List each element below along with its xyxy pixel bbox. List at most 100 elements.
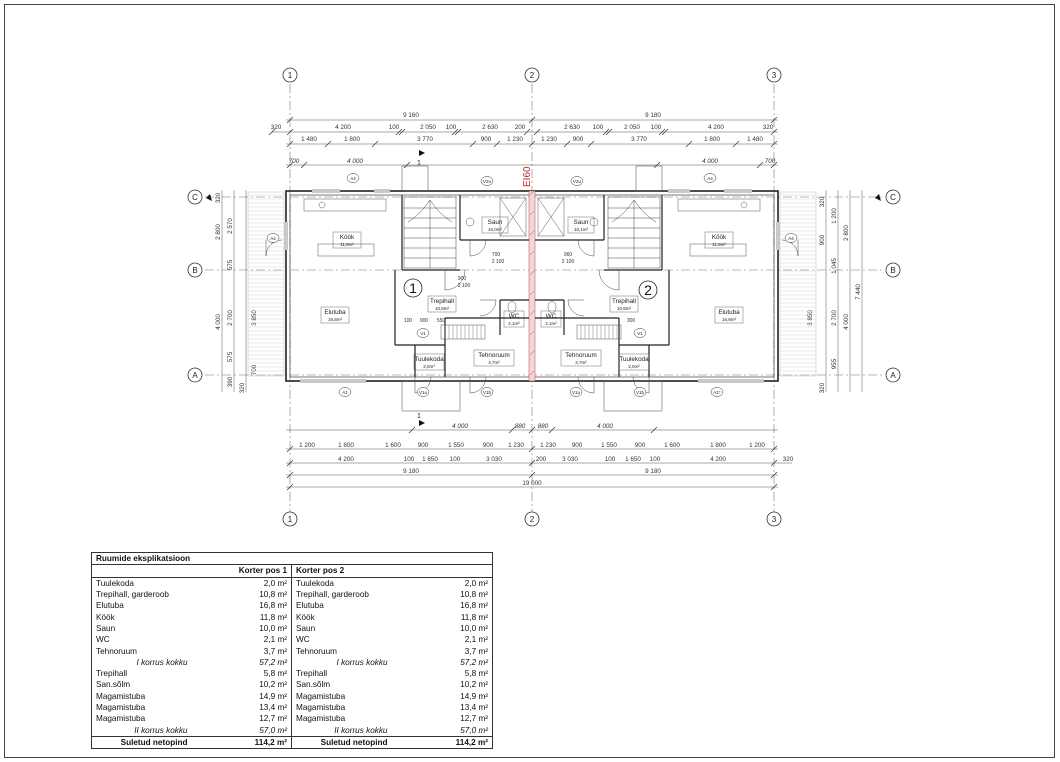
- door-note: 2 100: [562, 259, 575, 265]
- dim-text: 3 850: [251, 310, 258, 326]
- axis-label-b-right: B: [890, 266, 895, 275]
- dim-text: 900: [572, 442, 583, 449]
- apartment-1-header: Korter pos 1: [91, 564, 292, 578]
- dim-text: 2 800: [215, 224, 222, 240]
- room-area-cell: 13,4 m²: [191, 701, 292, 714]
- dim-text: 2 630: [482, 124, 498, 131]
- dim-text: 100: [605, 456, 616, 463]
- room-name-wc-1: WC: [509, 313, 520, 320]
- dim-text: 700: [765, 158, 776, 165]
- axis-label-b-left: B: [192, 266, 197, 275]
- door-tag: V1b: [636, 390, 645, 395]
- dim-text: 320: [819, 196, 826, 207]
- room-name-living-2: Elutuba: [718, 309, 740, 316]
- dim-text: 320: [819, 382, 826, 393]
- room-area-cell: 16,8 m²: [191, 600, 292, 612]
- window-tag: V2u: [573, 179, 582, 184]
- room-area-wc-1: 2,1m²: [508, 321, 520, 326]
- dim-text: 880: [515, 423, 526, 430]
- door-tag: V1b: [483, 390, 492, 395]
- dim-text: 1 600: [385, 442, 401, 449]
- dim-text: 1 550: [601, 442, 617, 449]
- dim-text: 2 800: [843, 225, 850, 241]
- room-name-cell: Trepihall, garderoob: [91, 588, 192, 601]
- dim-text: 900: [481, 136, 492, 143]
- dim-text: 100: [651, 124, 662, 131]
- dim-text: 900: [573, 136, 584, 143]
- window-tag: A4: [707, 176, 713, 181]
- dim-text: 320: [763, 124, 774, 131]
- room-name-cell: Magamistuba: [91, 713, 192, 725]
- room-name-vestibule-2: Tuulekoda: [619, 356, 649, 363]
- room-name-vestibule-1: Tuulekoda: [414, 356, 444, 363]
- dim-text: 1 800: [344, 136, 360, 143]
- room-area-cell: 10,8 m²: [391, 588, 493, 601]
- dim-text: 3 850: [807, 310, 814, 326]
- room-area-cell: 2,1 m²: [391, 634, 493, 646]
- axis-label-1-bottom: 1: [288, 515, 293, 524]
- room-name-cell: Tehnoruum: [296, 646, 337, 656]
- dim-text: 4 200: [708, 124, 724, 131]
- room-area-living-2: 16,8m²: [722, 317, 737, 322]
- dim-top-9180: 9 180: [645, 112, 661, 119]
- dim-text: 1 800: [710, 442, 726, 449]
- fire-wall: [528, 190, 536, 382]
- room-name-hall-2: Trepihall: [612, 298, 636, 305]
- dim-text: 19 000: [522, 480, 542, 487]
- dim-text: 900: [418, 442, 429, 449]
- total-value: 114,2 m²: [191, 735, 292, 750]
- apartment-number-1: 1: [409, 280, 417, 296]
- room-area-cell: 14,9 m²: [191, 690, 292, 702]
- dim-top-9160: 9 160: [403, 112, 419, 119]
- axis-label-2-bottom: 2: [530, 515, 535, 524]
- dim-text: 4 000: [215, 314, 222, 330]
- door-note: 900: [420, 318, 429, 324]
- room-area-cell: 12,7 m²: [391, 713, 493, 725]
- apartment-number-2: 2: [644, 282, 652, 298]
- door-tag: V1: [420, 331, 426, 336]
- dim-text: 1 480: [747, 136, 763, 143]
- section-mark-top: 1: [417, 160, 421, 167]
- door-note: 300: [627, 318, 636, 324]
- door-note: 700: [492, 252, 501, 258]
- dim-text: 100: [450, 456, 461, 463]
- dim-text: 900: [483, 442, 494, 449]
- room-area-cell: 2,0 m²: [391, 577, 493, 589]
- section-mark-bottom: 1: [417, 413, 421, 420]
- room-area-cell: 11,8 m²: [391, 611, 493, 623]
- room-area-hall-1: 10,8m²: [435, 306, 450, 311]
- room-name-cell: Elutuba: [91, 600, 192, 612]
- room-name-sauna-2: Saun: [574, 219, 589, 226]
- door-note: 550: [437, 318, 446, 324]
- dim-text: 2 630: [564, 124, 580, 131]
- room-name-cell: San.sõlm: [91, 679, 192, 691]
- dim-text: 2 700: [831, 310, 838, 326]
- room-area-cell: 5,8 m²: [391, 667, 493, 680]
- room-area-wc-2: 2,1m²: [545, 321, 557, 326]
- subtotal-label: I korrus kokku: [91, 656, 192, 668]
- dim-text: 1 045: [831, 258, 838, 274]
- room-area-kitchen-2: 11,8m²: [712, 242, 726, 247]
- dim-text: 1 650: [625, 456, 641, 463]
- dim-text: 390: [227, 376, 234, 387]
- room-name-cell: Trepihall, garderoob: [296, 590, 369, 600]
- room-area-cell: 5,8 m²: [191, 667, 292, 680]
- room-name-living-1: Elutuba: [324, 309, 346, 316]
- dim-text: 320: [271, 124, 282, 131]
- dim-text: 4 000: [843, 314, 850, 330]
- room-name-cell: Köök: [296, 612, 315, 622]
- door-tag: V1: [637, 331, 643, 336]
- room-area-cell: 16,8 m²: [391, 600, 493, 612]
- dim-text: 4 200: [338, 456, 354, 463]
- dim-text: 575: [227, 259, 234, 270]
- room-name-sauna-1: Saun: [488, 219, 503, 226]
- dim-text: 200: [515, 124, 526, 131]
- axis-label-a-right: A: [890, 371, 896, 380]
- dim-text: 320: [215, 192, 222, 203]
- dim-text: 880: [538, 423, 549, 430]
- room-area-cell: 10,8 m²: [191, 588, 292, 601]
- dim-text: 1 480: [301, 136, 317, 143]
- dim-text: 900: [635, 442, 646, 449]
- dim-text: 3 030: [486, 456, 502, 463]
- door-note: 100: [404, 318, 413, 324]
